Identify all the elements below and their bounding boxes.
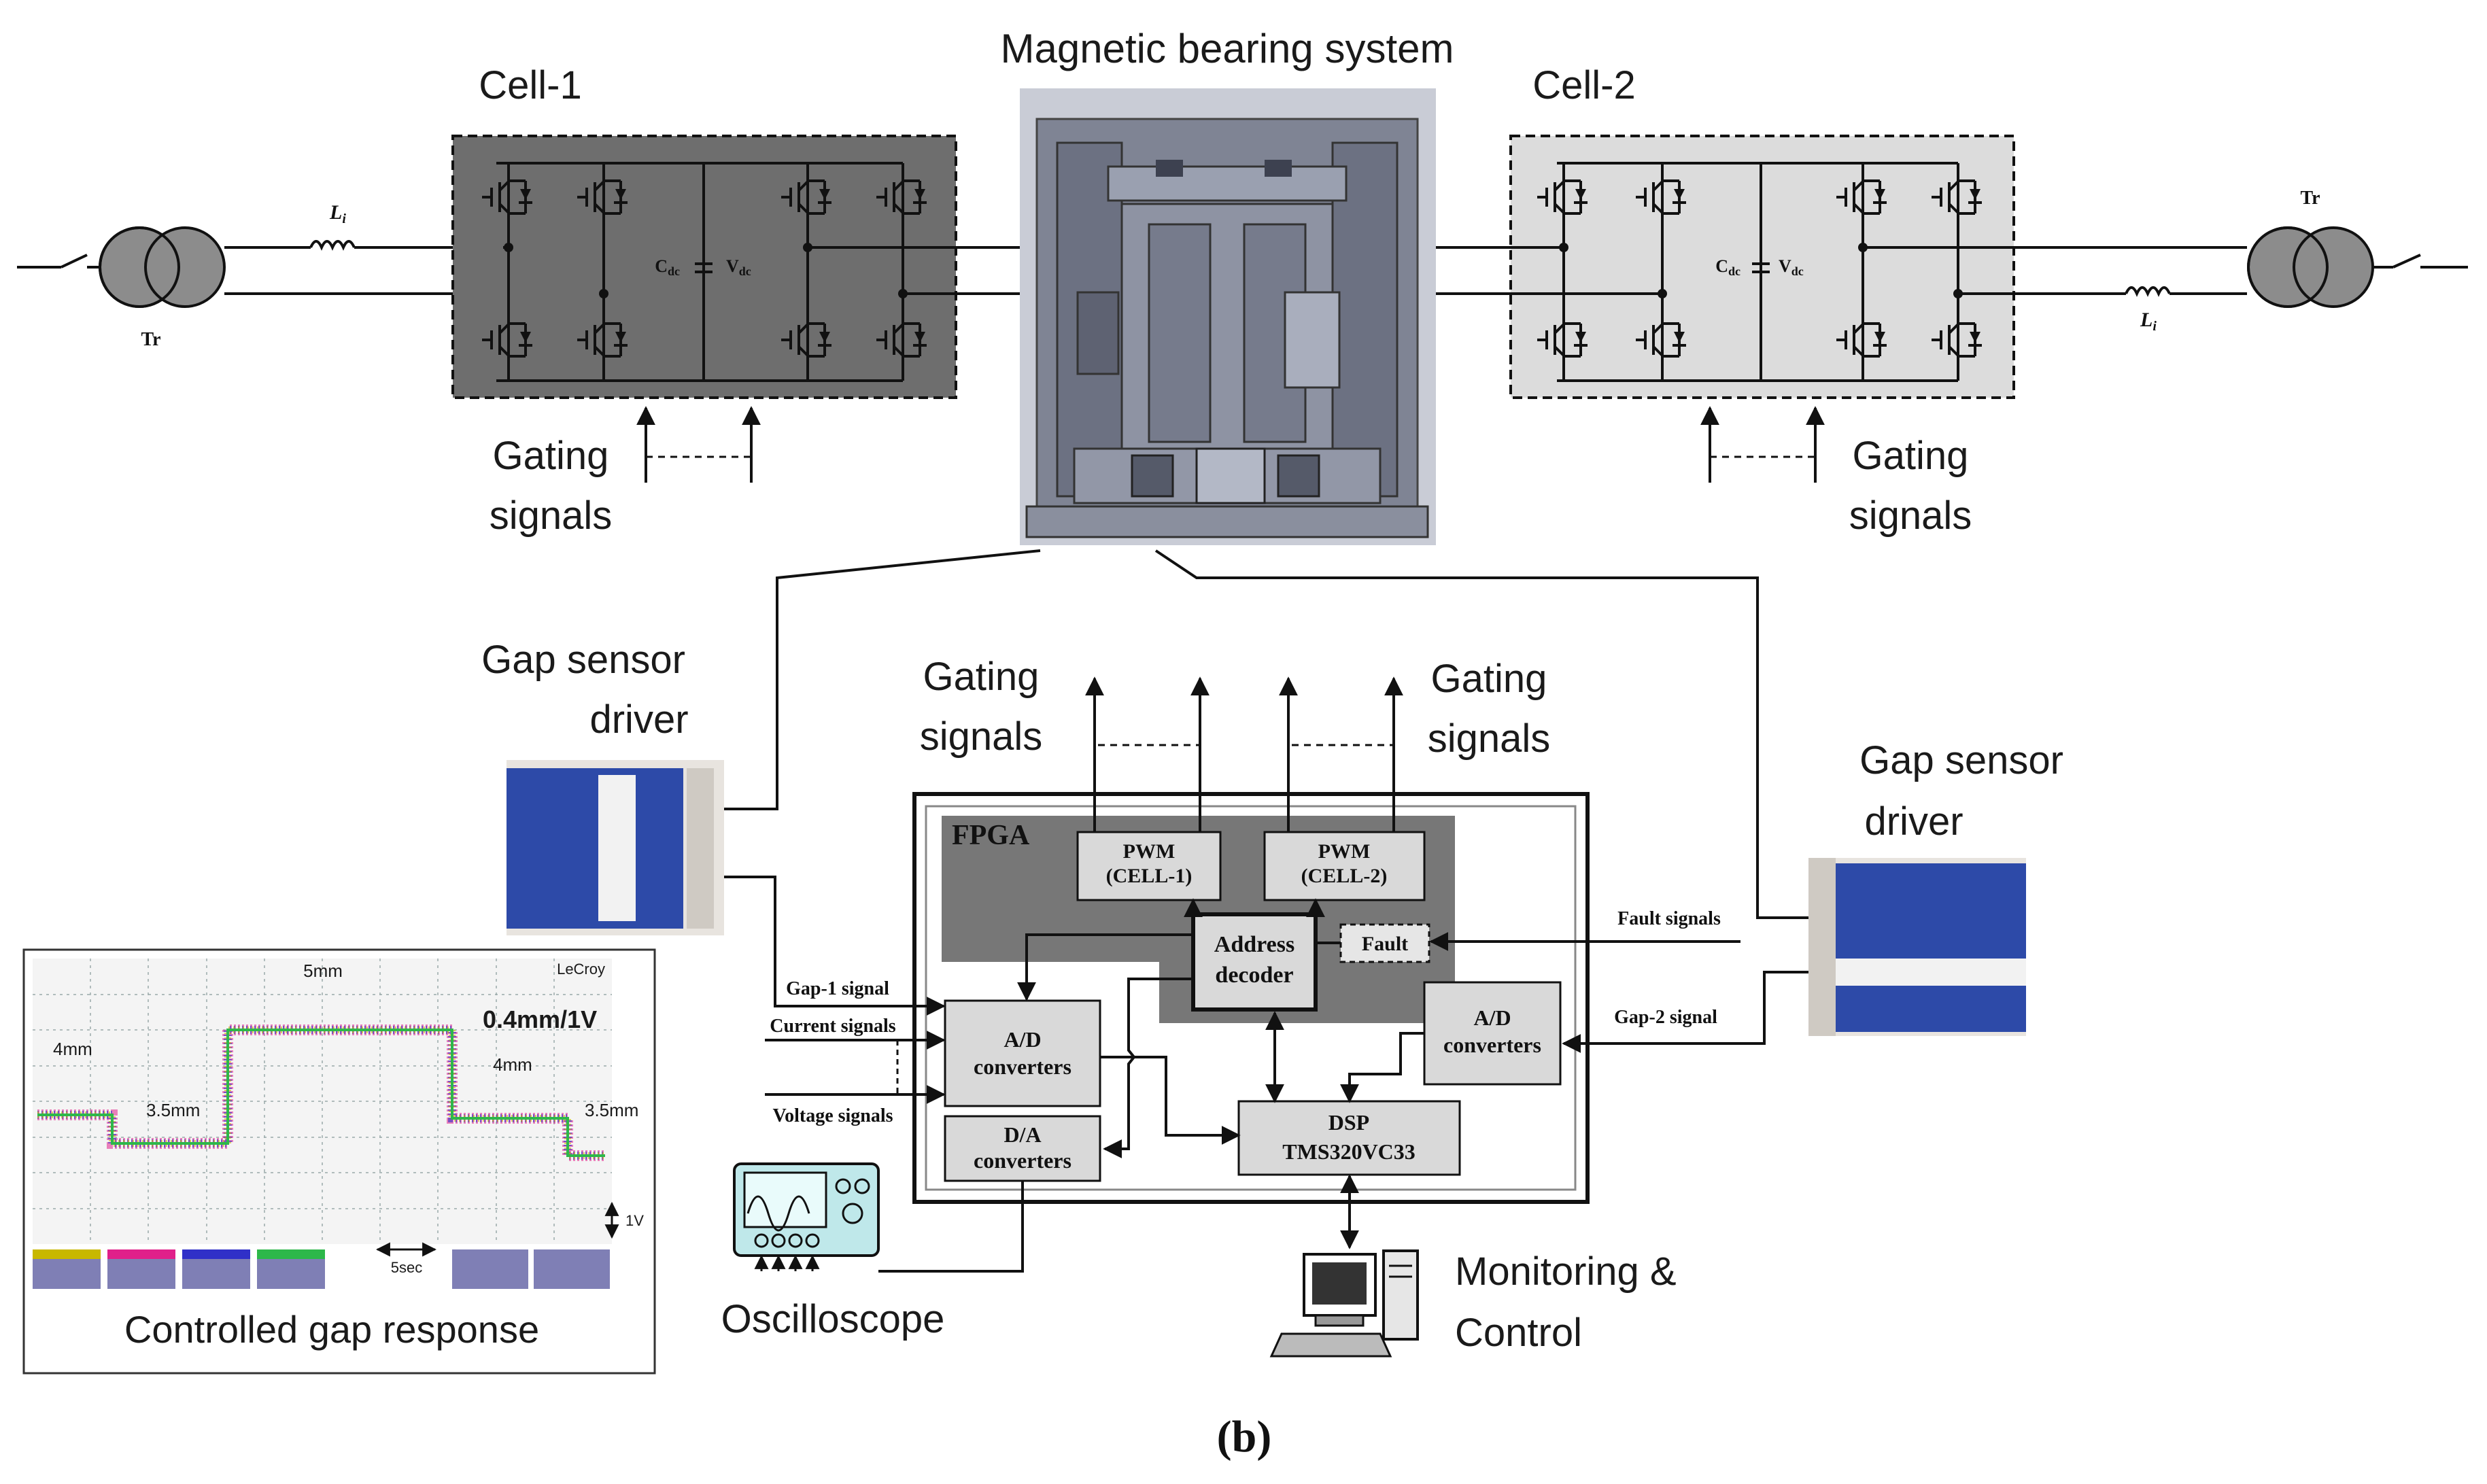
cell1-gating-arrows: [636, 406, 761, 483]
pwm-cell2-line1: PWM: [1318, 840, 1371, 863]
cell2-bridge: [1436, 162, 2247, 382]
controller-gating-left-line1: Gating: [923, 655, 1040, 699]
scope-brand: LeCroy: [557, 961, 605, 978]
dsp-line2: TMS320VC33: [1282, 1139, 1416, 1164]
gap-sensor-left-line2: driver: [589, 697, 688, 742]
right-tr-label: Tr: [2300, 188, 2320, 209]
current-signals-label: Current signals: [770, 1016, 895, 1037]
monitoring-line2: Control: [1455, 1311, 1582, 1355]
fault-block: [1339, 923, 1430, 963]
dsp-line1: DSP: [1328, 1110, 1369, 1135]
ad-converter-left-block: [944, 999, 1101, 1107]
cell1-cdc-label: Cdc: [655, 256, 680, 278]
left-input-signals: [724, 876, 946, 1104]
pwm-cell1-line2: (CELL-1): [1106, 865, 1193, 887]
scope-traces: [37, 1024, 605, 1161]
computer-icon: [1269, 1249, 1419, 1358]
cell1-node-b: [599, 289, 608, 298]
cell1-gating-line2: signals: [490, 494, 613, 538]
ad-right-line1: A/D: [1473, 1005, 1511, 1030]
da-to-scope-wire: [878, 1181, 1024, 1273]
address-to-pwm-wires: [1017, 898, 1325, 1001]
gap2-signal-label: Gap-2 signal: [1614, 1007, 1717, 1028]
scope-scale-label: 0.4mm/1V: [483, 1005, 597, 1033]
controller-gating-right-line1: Gating: [1431, 657, 1547, 701]
cell2-node-b: [1658, 289, 1667, 298]
scope-scale-markers: [375, 1201, 619, 1257]
ad-right-line2: converters: [1443, 1033, 1541, 1057]
left-breaker-switch: [17, 254, 101, 269]
scope-3-5mm-left-label: 3.5mm: [146, 1100, 200, 1120]
pwm-cell2-line2: (CELL-2): [1301, 865, 1388, 887]
dsp-block: [1237, 1100, 1461, 1176]
gap-sensor-driver-right-photo: [1808, 858, 2026, 1036]
cell1-vdc-label: Vdc: [726, 256, 751, 278]
scope-3-5mm-right-label: 3.5mm: [585, 1100, 638, 1120]
cell2-gating-line1: Gating: [1853, 434, 1969, 478]
oscilloscope-icon: [733, 1162, 880, 1271]
figure-label: (b): [1217, 1412, 1272, 1462]
oscilloscope-label: Oscilloscope: [721, 1297, 945, 1341]
cell2-node-d: [1953, 289, 1963, 298]
address-decoder-line2: decoder: [1215, 963, 1293, 988]
cell1-node-d: [898, 289, 908, 298]
pwm-cell2-block: [1263, 831, 1426, 901]
fpga-label: FPGA: [952, 820, 1030, 851]
address-decoder-line1: Address: [1214, 932, 1294, 957]
fault-label: Fault: [1362, 933, 1408, 955]
right-li-label: Li: [2140, 309, 2157, 334]
magnetic-bearing-render: [1020, 88, 1436, 545]
pwm-cell1-block: [1076, 831, 1222, 901]
scope-volt-div: 1V: [625, 1212, 644, 1229]
cell1-node-a: [504, 243, 513, 252]
cell2-node-a: [1559, 243, 1568, 252]
scope-channel-panels: [33, 1249, 610, 1289]
cell1-node-c: [803, 243, 812, 252]
da-line2: converters: [974, 1148, 1071, 1173]
ad-left-line1: A/D: [1004, 1027, 1041, 1052]
cell2-vdc-label: Vdc: [1779, 256, 1804, 278]
scope-5mm-label: 5mm: [303, 961, 343, 981]
controller-gating-arrows: [1085, 676, 1403, 832]
cell2-title: Cell-2: [1532, 63, 1636, 107]
gap1-signal-label: Gap-1 signal: [786, 978, 889, 999]
address-decoder-block: [1191, 912, 1318, 1012]
left-transformer: [99, 226, 226, 308]
cell2-node-c: [1858, 243, 1868, 252]
right-breaker-switch: [2373, 254, 2468, 269]
scope-grid: [33, 959, 612, 1244]
monitoring-line1: Monitoring &: [1455, 1249, 1677, 1294]
controller-internal-wires: [1100, 978, 1424, 1249]
voltage-signals-label: Voltage signals: [772, 1105, 893, 1126]
gap-sensor-left-line1: Gap sensor: [481, 638, 685, 682]
cell1-bridge: [496, 162, 1020, 382]
ad-converter-right-block: [1423, 981, 1562, 1086]
gap2-signal-wire: [1562, 971, 1808, 1053]
left-tr-label: Tr: [141, 329, 160, 350]
cell2-gating-arrows: [1700, 406, 1825, 483]
controller-gating-left-line2: signals: [920, 714, 1043, 759]
da-line1: D/A: [1004, 1122, 1041, 1147]
left-li-label: Li: [329, 201, 346, 226]
scope-4mm-right-label: 4mm: [493, 1054, 532, 1075]
right-transformer: [2247, 226, 2374, 308]
ad-left-line2: converters: [974, 1054, 1071, 1079]
fault-signals-label: Fault signals: [1617, 908, 1721, 929]
scope-4mm-left-label: 4mm: [53, 1039, 92, 1059]
right-line-conductors: [2108, 286, 2247, 297]
cell1-gating-line1: Gating: [493, 434, 609, 478]
cell2-gating-line2: signals: [1849, 494, 1972, 538]
gap-sensor-right-line1: Gap sensor: [1859, 738, 2063, 782]
gap-sensor-right-line2: driver: [1864, 799, 1963, 844]
cell2-cdc-label: Cdc: [1715, 256, 1740, 278]
cell1-title: Cell-1: [479, 63, 582, 107]
gap-sensor-driver-left-photo: [507, 760, 724, 935]
controller-gating-right-line2: signals: [1428, 717, 1551, 761]
sensor-wires: [724, 549, 1808, 919]
pwm-cell1-line1: PWM: [1123, 840, 1176, 863]
controlled-gap-caption: Controlled gap response: [124, 1308, 539, 1351]
mbs-title: Magnetic bearing system: [1001, 26, 1454, 71]
scope-time-div: 5sec: [391, 1259, 422, 1276]
